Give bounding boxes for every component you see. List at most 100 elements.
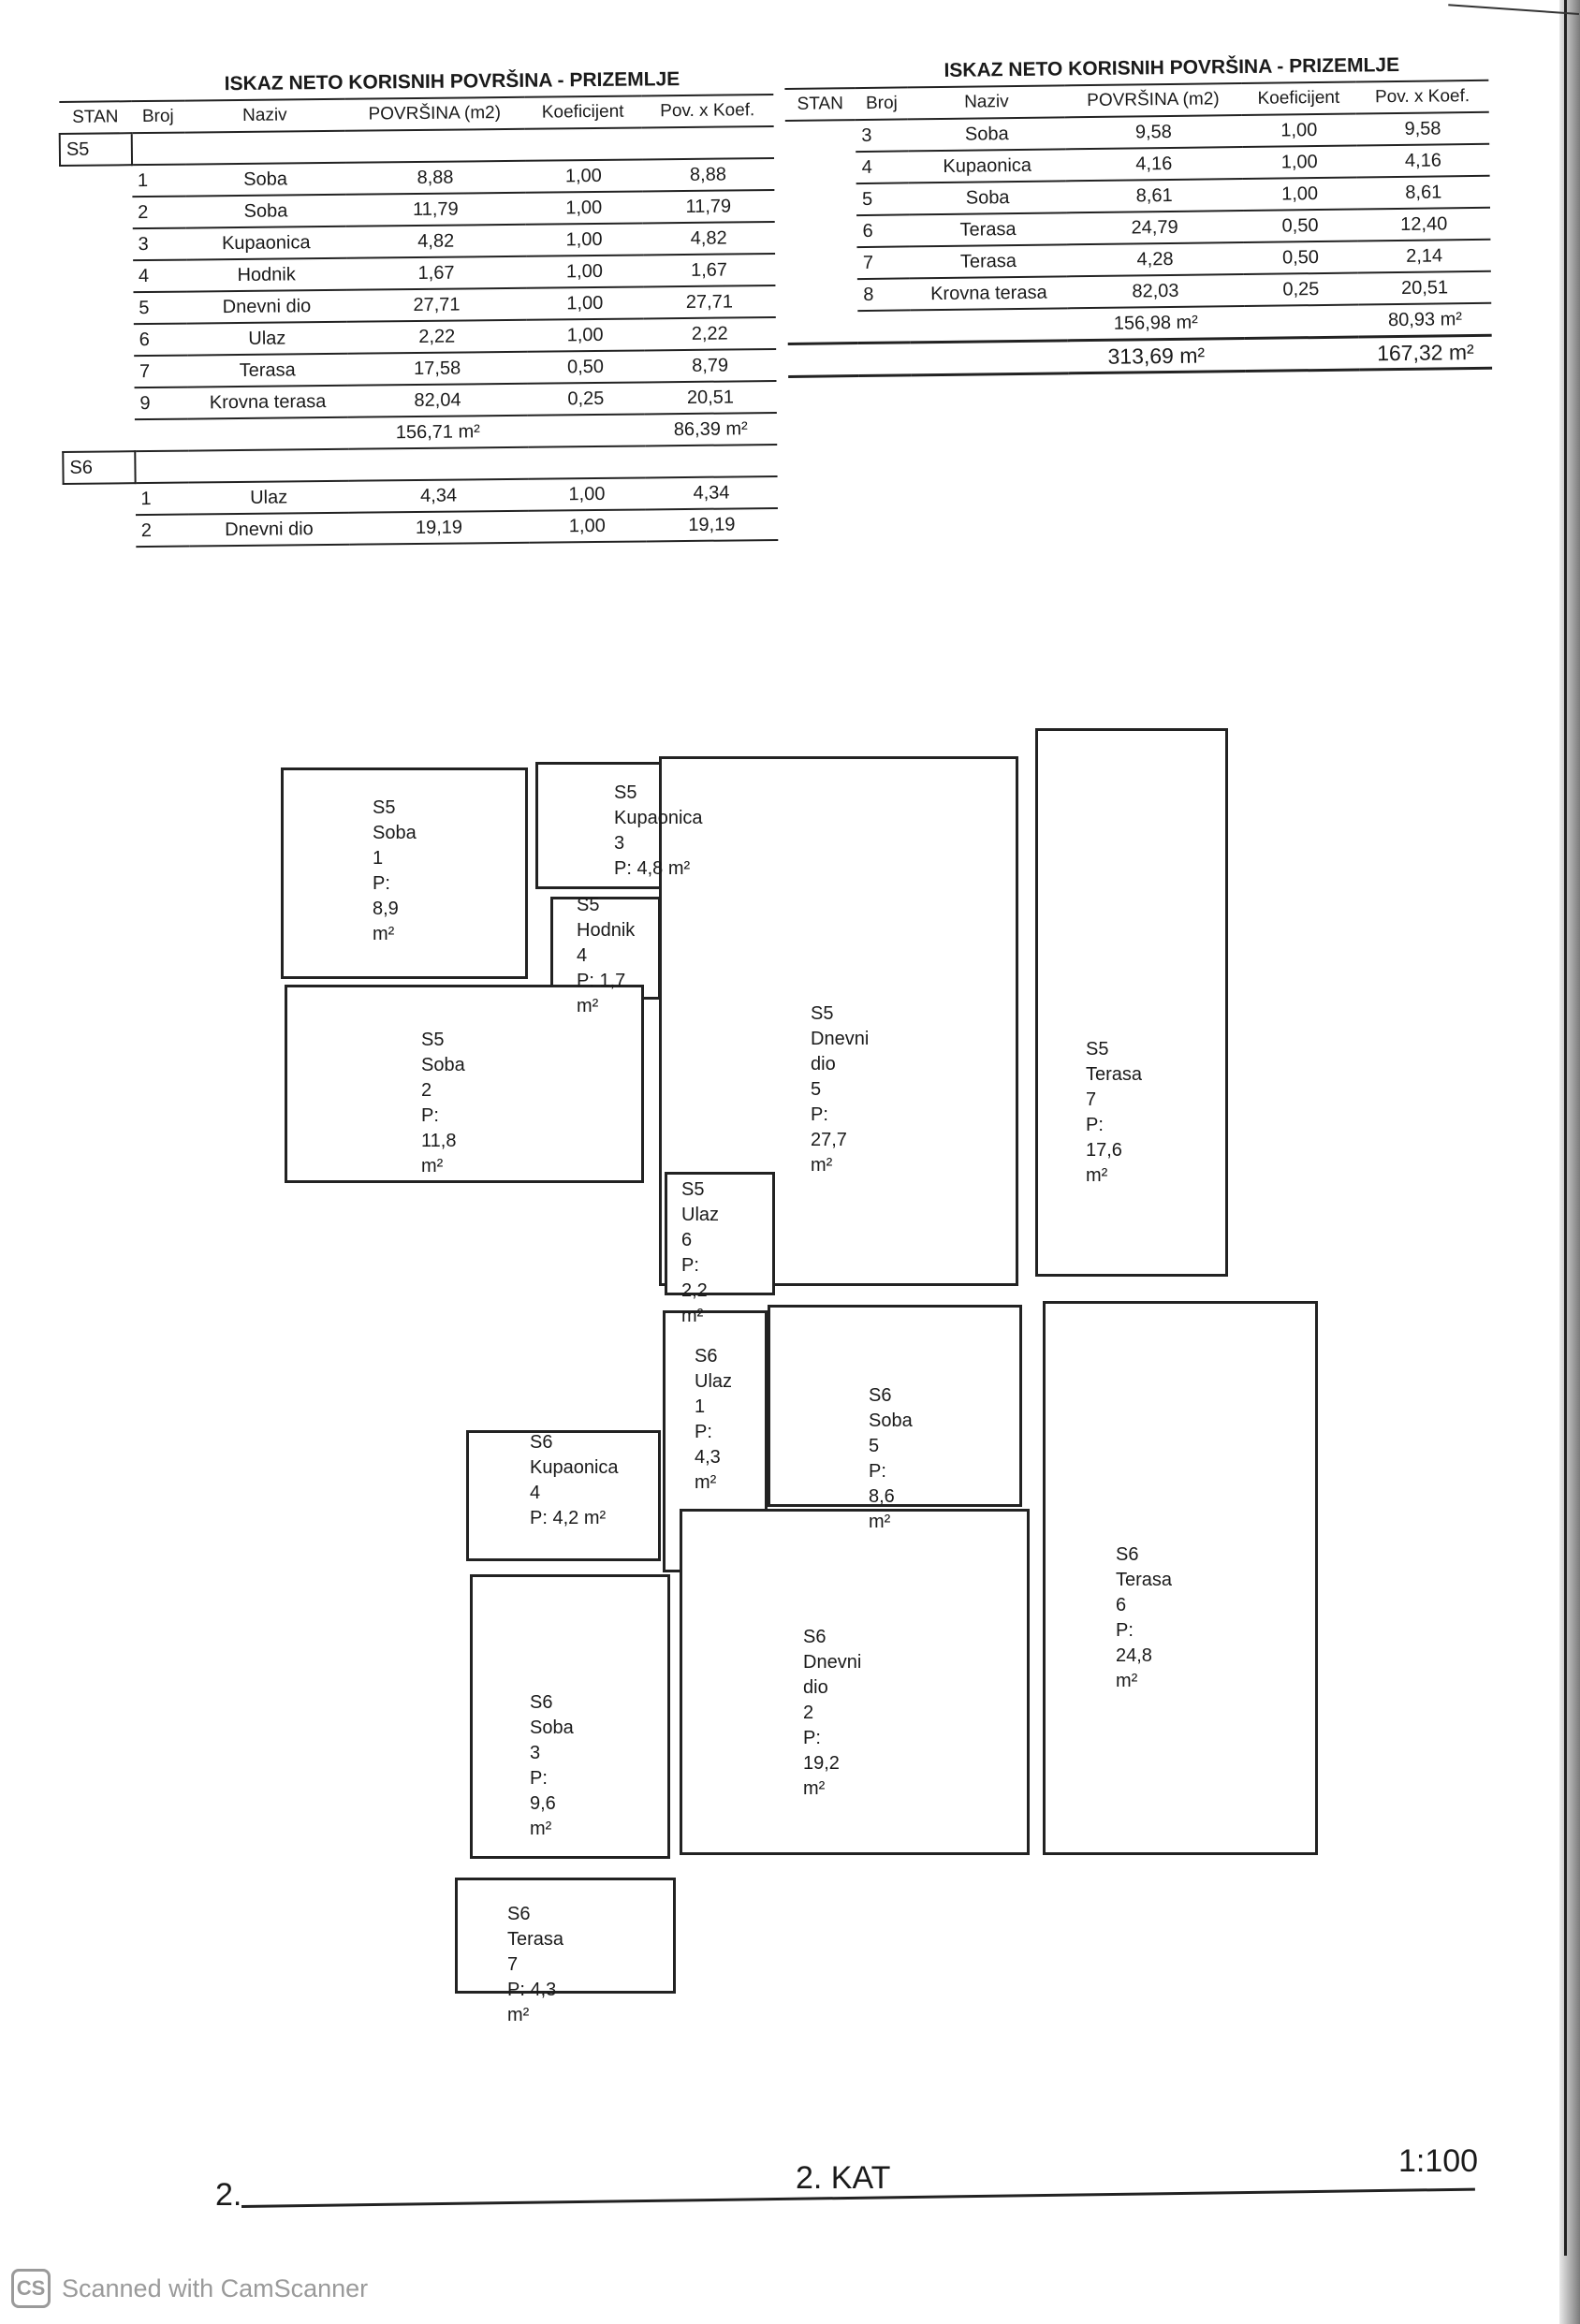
room-stan: S6 bbox=[1116, 1544, 1139, 1565]
naziv-cell: Ulaz bbox=[186, 321, 347, 356]
total-koef: 80,93 m² bbox=[1387, 308, 1463, 330]
room-area: P: 8,9 m² bbox=[373, 873, 399, 944]
stan-cell bbox=[787, 279, 858, 312]
total-koef: 86,39 m² bbox=[673, 417, 748, 440]
koef-cell: 1,00 bbox=[1241, 145, 1357, 180]
povrsina-cell: 8,88 bbox=[344, 160, 526, 195]
stan-cell bbox=[785, 120, 856, 153]
naziv-cell: Soba bbox=[185, 162, 346, 197]
broj-cell: 4 bbox=[856, 151, 910, 184]
pov-koef-cell: 19,19 bbox=[645, 507, 779, 542]
room-name: Ulaz bbox=[681, 1205, 720, 1225]
room-stan: S5 bbox=[373, 797, 396, 818]
povrsina-cell: 4,34 bbox=[348, 478, 529, 513]
koef-cell: 0,50 bbox=[1242, 209, 1358, 243]
broj-cell: 5 bbox=[856, 183, 910, 216]
room-s5-terasa-7 bbox=[1035, 728, 1228, 1277]
room-stan: S5 bbox=[811, 1003, 834, 1024]
room-num: 7 bbox=[1086, 1089, 1097, 1110]
col-header: Pov. x Koef. bbox=[640, 94, 774, 128]
stan-cell bbox=[60, 165, 132, 197]
povrsina-cell: 82,03 bbox=[1066, 274, 1244, 309]
stan-cell bbox=[62, 324, 134, 357]
room-name: Dnevni dio bbox=[803, 1652, 862, 1698]
col-header: Broj bbox=[130, 100, 185, 134]
room-area: P: 4,8 m² bbox=[614, 858, 691, 879]
room-area: P: 2,2 m² bbox=[681, 1255, 708, 1326]
room-num: 1 bbox=[695, 1396, 706, 1417]
col-header: Koeficijent bbox=[1240, 81, 1356, 116]
room-name: Ulaz bbox=[695, 1371, 733, 1392]
page-edge-shadow bbox=[1559, 0, 1580, 2324]
room-num: 2 bbox=[421, 1080, 432, 1101]
room-stan: S6 bbox=[869, 1385, 892, 1406]
room-name: Dnevni dio bbox=[811, 1029, 870, 1074]
pov-koef-cell: 20,51 bbox=[1357, 270, 1492, 305]
area-table-left: ISKAZ NETO KORISNIH POVRŠINA - PRIZEMLJE… bbox=[58, 64, 779, 548]
broj-cell: 2 bbox=[132, 196, 186, 229]
room-name: Kupaonica bbox=[614, 808, 703, 828]
room-stan: S6 bbox=[530, 1432, 553, 1453]
naziv-cell: Soba bbox=[909, 181, 1067, 215]
povrsina-cell: 4,16 bbox=[1065, 147, 1243, 182]
area-table-right: ISKAZ NETO KORISNIH POVRŠINA - PRIZEMLJE… bbox=[784, 50, 1493, 378]
room-area: P: 4,2 m² bbox=[530, 1508, 607, 1528]
pov-koef-cell: 1,67 bbox=[642, 253, 776, 287]
room-num: 7 bbox=[507, 1954, 519, 1975]
col-header: STAN bbox=[59, 101, 132, 134]
broj-cell: 6 bbox=[856, 214, 910, 248]
room-name: Soba bbox=[421, 1055, 465, 1075]
povrsina-cell: 2,22 bbox=[346, 319, 527, 354]
naziv-cell: Krovna terasa bbox=[187, 385, 348, 419]
room-stan: S6 bbox=[530, 1692, 553, 1713]
povrsina-cell: 17,58 bbox=[346, 351, 528, 386]
povrsina-cell: 24,79 bbox=[1066, 211, 1244, 245]
pov-koef-cell: 4,82 bbox=[642, 221, 776, 256]
koef-cell: 0,25 bbox=[1243, 272, 1359, 307]
room-num: 6 bbox=[681, 1230, 693, 1250]
room-num: 5 bbox=[811, 1079, 822, 1100]
stan-cell bbox=[61, 292, 133, 325]
stan-cell bbox=[785, 152, 856, 184]
pov-koef-cell: 4,16 bbox=[1356, 143, 1490, 178]
room-area: P: 11,8 m² bbox=[421, 1105, 457, 1177]
pov-koef-cell: 4,34 bbox=[645, 475, 778, 510]
room-s6-dnevni-dio-2 bbox=[680, 1509, 1030, 1855]
col-header: Pov. x Koef. bbox=[1355, 80, 1489, 114]
broj-cell: 1 bbox=[131, 164, 186, 197]
naziv-cell: Ulaz bbox=[188, 480, 349, 515]
broj-cell: 7 bbox=[856, 246, 911, 280]
room-stan: S5 bbox=[1086, 1039, 1109, 1060]
col-header: POVRŠINA (m2) bbox=[344, 96, 525, 131]
room-stan: S5 bbox=[681, 1179, 705, 1200]
col-header: Broj bbox=[855, 87, 909, 121]
stan-cell bbox=[64, 483, 136, 516]
povrsina-cell: 11,79 bbox=[345, 192, 526, 227]
room-name: Kupaonica bbox=[530, 1457, 619, 1478]
scale-label: 1:100 bbox=[1398, 2143, 1479, 2179]
povrsina-cell: 9,58 bbox=[1064, 115, 1242, 150]
room-name: Soba bbox=[869, 1410, 913, 1431]
stan-cell bbox=[62, 356, 134, 388]
broj-cell: 5 bbox=[133, 291, 187, 325]
col-header: Koeficijent bbox=[524, 95, 642, 129]
stan-cell bbox=[63, 387, 135, 420]
room-num: 5 bbox=[869, 1436, 880, 1456]
room-area: P: 8,6 m² bbox=[869, 1461, 895, 1532]
broj-cell: 1 bbox=[135, 482, 189, 516]
camscanner-text: Scanned with CamScanner bbox=[62, 2274, 369, 2302]
pov-koef-cell: 11,79 bbox=[641, 189, 775, 224]
povrsina-cell: 4,28 bbox=[1066, 242, 1244, 277]
room-s6-terasa-6 bbox=[1043, 1301, 1318, 1855]
room-name: Hodnik bbox=[577, 920, 636, 941]
